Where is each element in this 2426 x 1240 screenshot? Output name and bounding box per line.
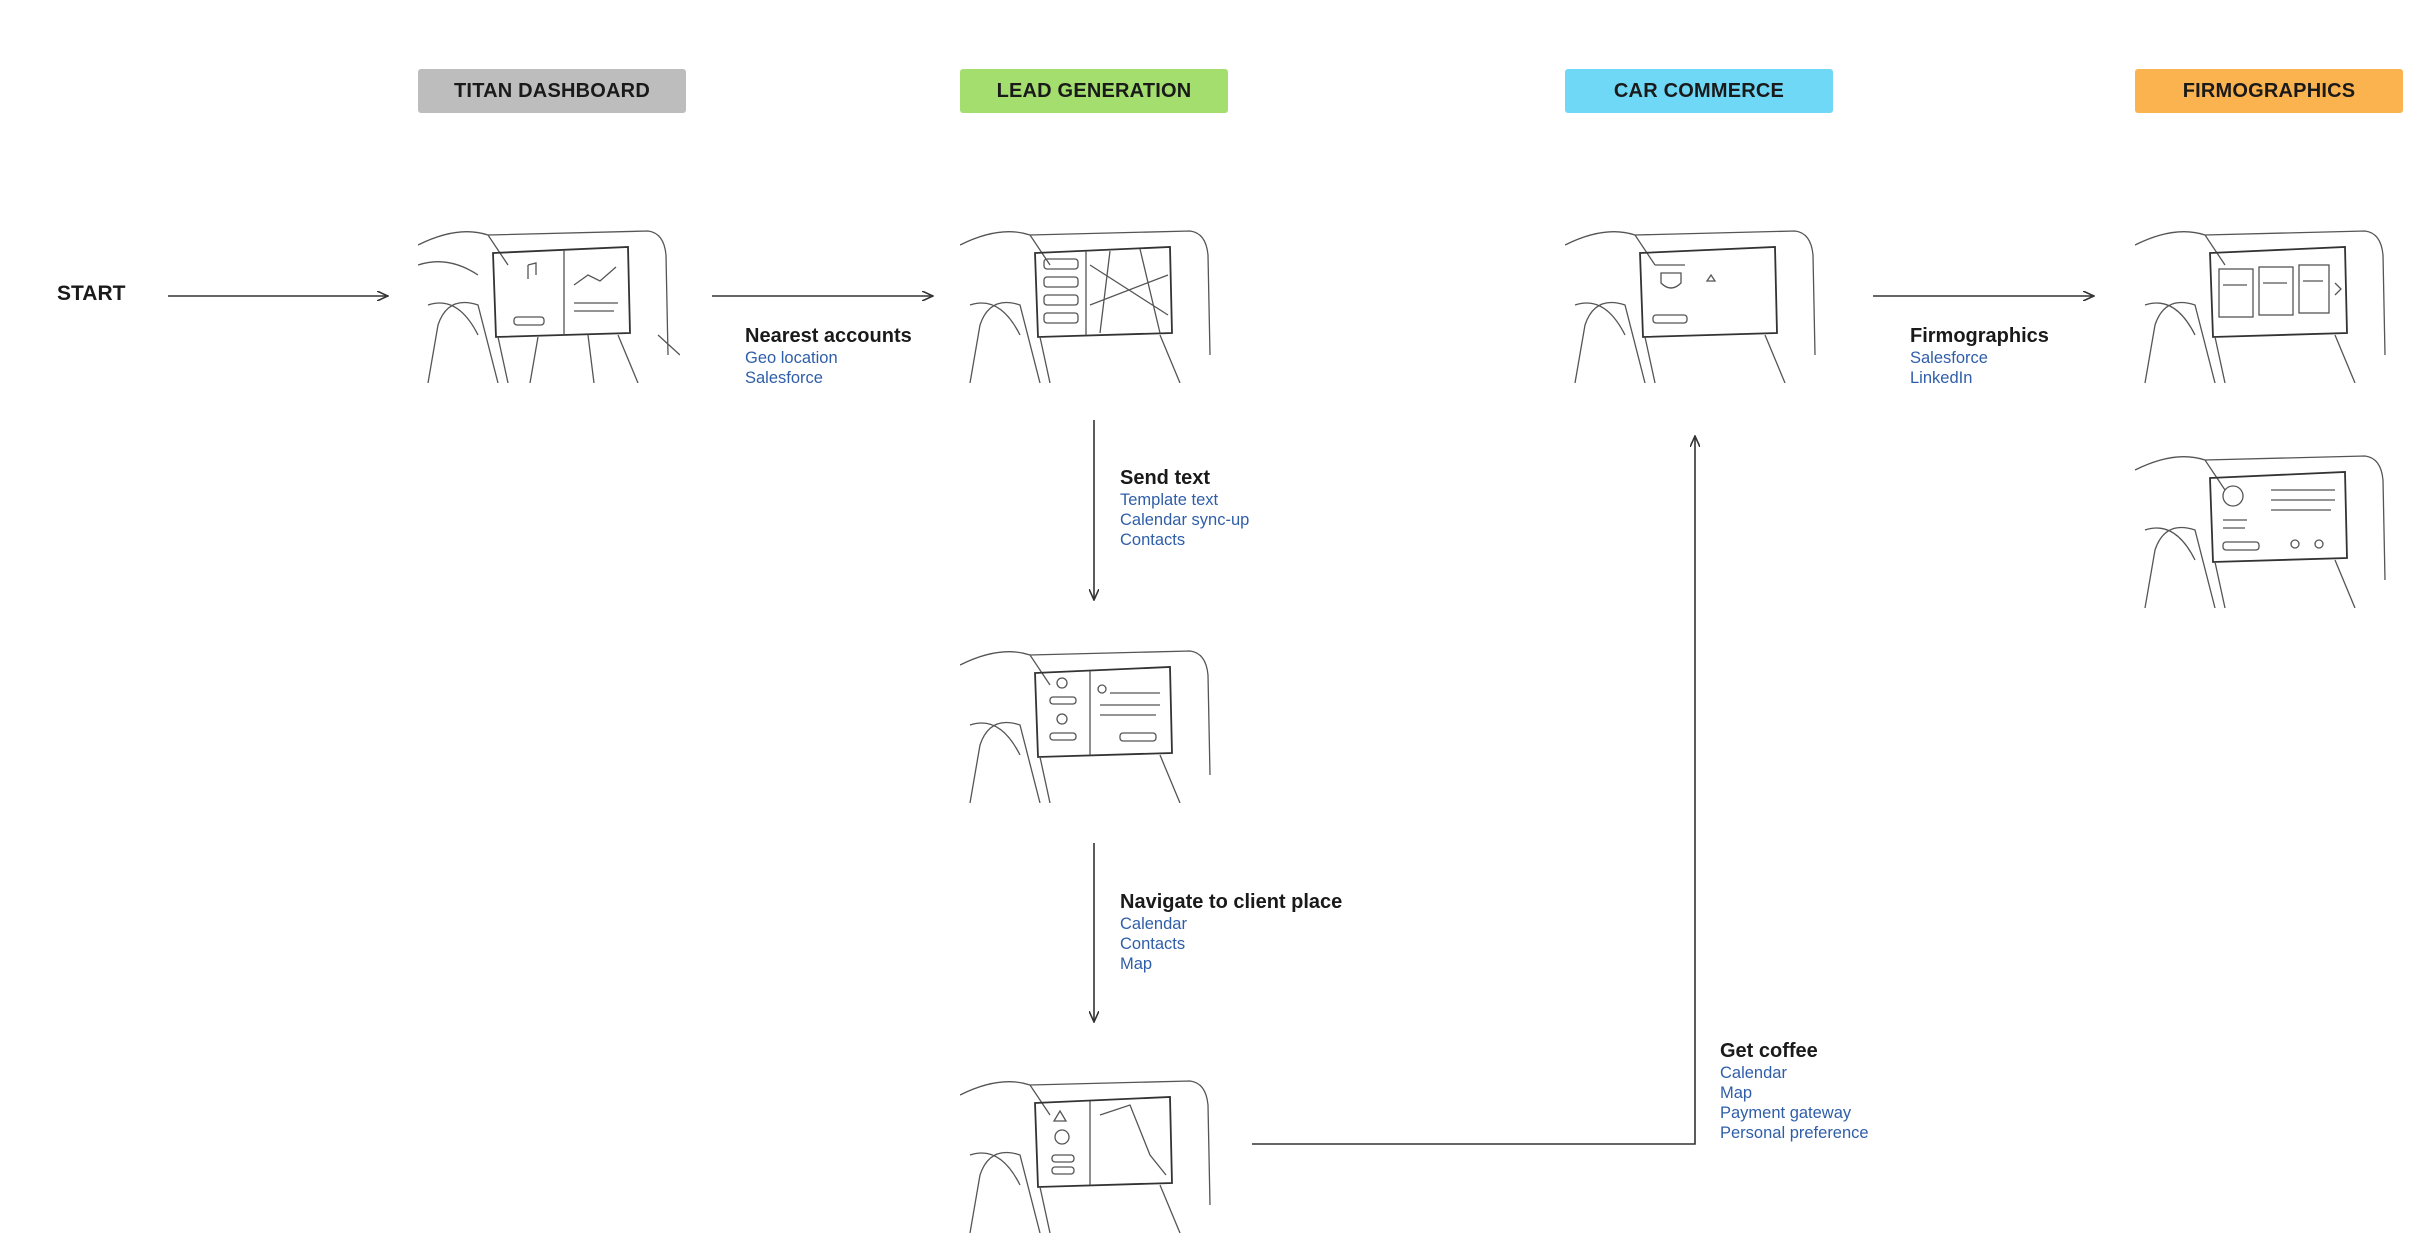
step-get-coffee: Get coffee Calendar Map Payment gateway … <box>1720 1039 1869 1143</box>
step-item: Payment gateway <box>1720 1104 1852 1122</box>
step-firmographics: Firmographics Salesforce LinkedIn <box>1910 324 2049 388</box>
step-title: Send text <box>1120 467 1211 489</box>
car-dashboard-navigation-sketch <box>960 1080 1211 1233</box>
step-item: Contacts <box>1120 531 1186 549</box>
step-title: Get coffee <box>1720 1040 1818 1062</box>
car-dashboard-map-sketch <box>960 230 1211 383</box>
step-item: LinkedIn <box>1910 369 1973 387</box>
step-item: Calendar <box>1120 915 1187 933</box>
step-item: Salesforce <box>745 369 823 387</box>
step-title: Nearest accounts <box>745 325 912 347</box>
header-titan-dashboard: TITAN DASHBOARD <box>418 69 686 113</box>
step-title: Firmographics <box>1910 325 2049 347</box>
step-send-text: Send text Template text Calendar sync-up… <box>1120 466 1249 550</box>
header-car-commerce: CAR COMMERCE <box>1565 69 1833 113</box>
step-item: Map <box>1120 955 1153 973</box>
header-lead-generation: LEAD GENERATION <box>960 69 1228 113</box>
step-navigate: Navigate to client place Calendar Contac… <box>1120 890 1342 974</box>
car-dashboard-firmographics-sketch <box>2135 230 2386 383</box>
car-dashboard-music-sketch <box>418 230 680 383</box>
step-item: Salesforce <box>1910 349 1988 367</box>
start-label: START <box>57 282 126 305</box>
step-item: Calendar <box>1720 1064 1787 1082</box>
step-item: Personal preference <box>1720 1124 1869 1142</box>
step-item: Calendar sync-up <box>1120 511 1250 529</box>
car-dashboard-profile-sketch <box>2135 455 2386 608</box>
step-title: Navigate to client place <box>1120 891 1343 913</box>
header-firmographics: FIRMOGRAPHICS <box>2135 69 2403 113</box>
step-item: Template text <box>1120 491 1219 509</box>
step-item: Geo location <box>745 349 838 367</box>
step-nearest-accounts: Nearest accounts Geo location Salesforce <box>745 324 912 388</box>
arrow-navigate-to-coffee <box>1252 436 1695 1145</box>
step-item: Map <box>1720 1084 1753 1102</box>
step-item: Contacts <box>1120 935 1186 953</box>
car-dashboard-contacts-sketch <box>960 650 1211 803</box>
car-dashboard-coffee-sketch <box>1565 230 1816 383</box>
